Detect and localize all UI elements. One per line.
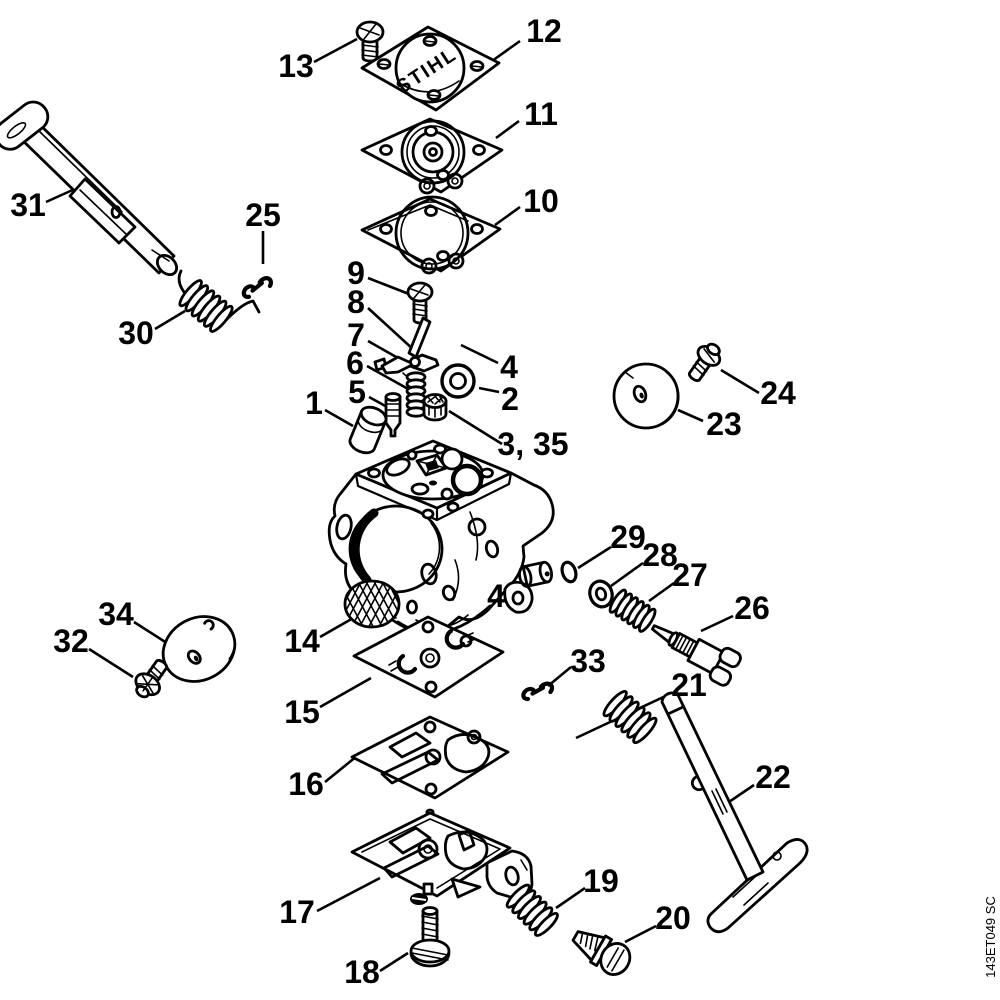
leader-line-27-20 xyxy=(648,581,675,603)
leader-line-1-12 xyxy=(324,408,354,428)
leader-line-4-13 xyxy=(460,343,499,365)
part-number-13-1: 13 xyxy=(278,48,314,84)
part-28-washer xyxy=(588,579,614,609)
leader-line-15-24 xyxy=(319,676,372,709)
part-20-screw xyxy=(571,930,632,976)
part-1-plug xyxy=(348,405,388,455)
part-16-gasket xyxy=(350,715,510,800)
part-number-34-33: 34 xyxy=(98,596,134,632)
part-number-17-26: 17 xyxy=(279,894,315,930)
part-22-throttle-shaft xyxy=(660,691,809,934)
leader-line-30-6 xyxy=(154,309,186,331)
part-number-20-32: 20 xyxy=(655,900,691,936)
part-number-9-7: 9 xyxy=(347,255,365,291)
parts-layer: STIHL xyxy=(0,20,809,976)
part-26-adjustment-screw xyxy=(651,624,742,687)
leader-line-3-35-15 xyxy=(448,409,503,446)
part-number-4-22: 4 xyxy=(487,578,505,614)
leader-line-17-26 xyxy=(316,876,381,913)
drawing-code: 143ET049 SC xyxy=(983,896,998,978)
part-number-32-34: 32 xyxy=(53,623,89,659)
leader-line-23-17 xyxy=(677,408,704,423)
part-13-screw xyxy=(355,20,385,63)
part-18-screw xyxy=(409,906,451,968)
leader-line-32-34 xyxy=(88,647,134,679)
part-number-31-4: 31 xyxy=(10,187,46,223)
leader-line-2-14 xyxy=(478,386,500,394)
part-number-3-35-15: 3, 35 xyxy=(497,426,568,462)
carburetor-body xyxy=(327,439,555,635)
part-7-metering-lever xyxy=(373,353,440,377)
part-number-30-6: 30 xyxy=(118,315,154,351)
part-32-screw xyxy=(134,659,169,699)
leader-line-8-8 xyxy=(367,307,416,352)
part-23-cover-disc xyxy=(612,362,680,430)
part-24-screw xyxy=(687,342,722,382)
part-number-14-23: 14 xyxy=(284,623,320,659)
part-number-18-27: 18 xyxy=(344,954,380,990)
leader-line-7-9 xyxy=(367,339,399,360)
part-2-washer xyxy=(440,363,476,399)
part-34-cover-plate xyxy=(161,615,237,683)
part-31-choke-shaft xyxy=(0,100,179,277)
part-number-27-20: 27 xyxy=(672,557,708,593)
part-number-5-11: 5 xyxy=(348,374,366,410)
part-number-6-10: 6 xyxy=(346,345,364,381)
leader-line-20-32 xyxy=(624,924,657,944)
leader-line-13-1 xyxy=(313,37,358,64)
part-15-metering-diaphragm xyxy=(352,615,505,699)
leader-line-12-0 xyxy=(491,39,521,63)
leader-line-10-3 xyxy=(494,205,521,227)
part-number-7-9: 7 xyxy=(347,317,365,353)
part-number-11-2: 11 xyxy=(524,96,558,132)
leader-line-18-27 xyxy=(379,951,409,973)
part-number-8-8: 8 xyxy=(347,284,365,320)
part-30-spring xyxy=(177,269,261,333)
leader-line-33-28 xyxy=(547,665,572,688)
part-number-1-12: 1 xyxy=(305,385,323,421)
leader-line-11-2 xyxy=(495,119,520,140)
part-29-o-ring xyxy=(560,560,578,584)
part-11-pump-diaphragm xyxy=(360,117,504,195)
leader-line-16-25 xyxy=(324,754,358,784)
leader-line-28-19 xyxy=(610,561,644,588)
part-number-29-18: 29 xyxy=(610,519,646,555)
part-number-26-21: 26 xyxy=(734,590,770,626)
part-3-35-strainer xyxy=(422,393,448,422)
part-number-12-0: 12 xyxy=(526,13,562,49)
leader-line-6-10 xyxy=(366,364,411,392)
part-21-spring xyxy=(602,689,658,745)
part-14-inlet-screen xyxy=(343,579,401,629)
leader-line-31-4 xyxy=(45,186,78,204)
part-number-10-3: 10 xyxy=(523,183,559,219)
part-10-gasket xyxy=(360,195,502,275)
part-number-16-25: 16 xyxy=(288,766,324,802)
part-6-spring xyxy=(405,371,427,418)
part-12-pump-cover: STIHL xyxy=(360,25,501,112)
leader-line-34-33 xyxy=(133,620,171,647)
part-5-inlet-needle xyxy=(384,392,402,438)
part-number-28-19: 28 xyxy=(642,537,678,573)
part-number-23-17: 23 xyxy=(706,406,742,442)
part-number-24-16: 24 xyxy=(760,375,796,411)
leader-line-9-7 xyxy=(367,276,410,296)
part-number-15-24: 15 xyxy=(284,694,320,730)
part-number-33-28: 33 xyxy=(570,643,606,679)
part-number-4-13: 4 xyxy=(500,349,518,385)
part-number-21-29: 21 xyxy=(671,667,707,703)
leader-line-24-16 xyxy=(720,368,760,395)
leader-line-26-21 xyxy=(700,614,734,633)
part-number-22-30: 22 xyxy=(755,759,791,795)
part-number-2-14: 2 xyxy=(501,381,519,417)
part-19-spring xyxy=(505,883,559,937)
leader-lines-layer xyxy=(45,37,760,973)
part-number-25-5: 25 xyxy=(245,197,281,233)
part-27-spring xyxy=(608,588,657,633)
leader-line-29-18 xyxy=(577,545,612,570)
part-number-19-31: 19 xyxy=(583,863,619,899)
part-4-bushing xyxy=(518,560,553,588)
leader-line-19-31 xyxy=(555,886,586,910)
